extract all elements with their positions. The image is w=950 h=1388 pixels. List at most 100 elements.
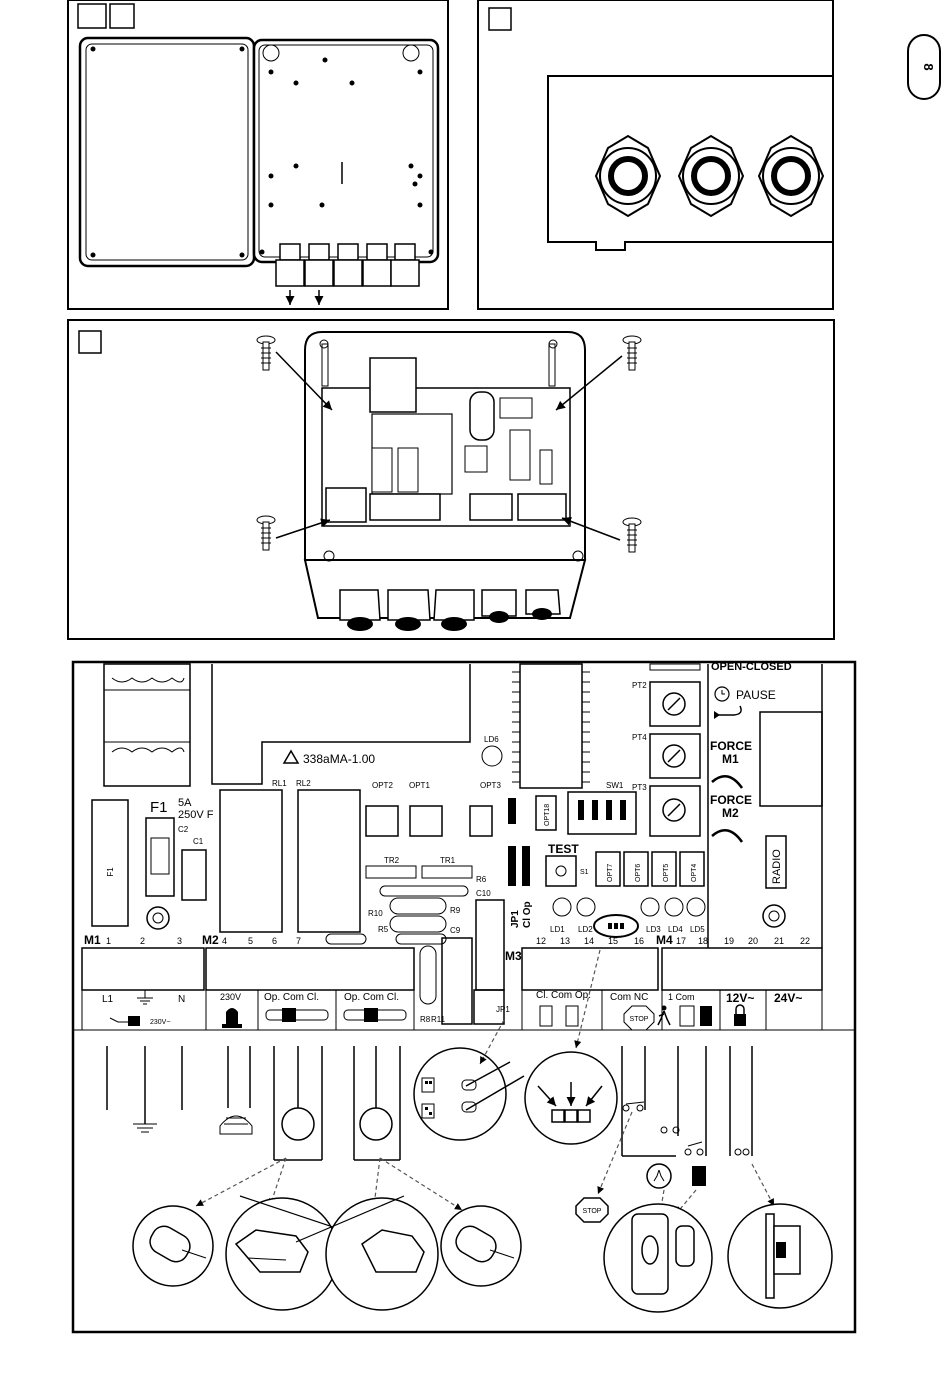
- svg-text:JP1: JP1: [496, 1005, 510, 1014]
- gland-1: [594, 134, 662, 218]
- svg-text:17: 17: [676, 936, 686, 946]
- svg-text:Com NC: Com NC: [610, 992, 648, 1003]
- svg-text:14: 14: [584, 936, 594, 946]
- motor-icon-2: [343, 1008, 407, 1022]
- svg-text:FORCE: FORCE: [710, 739, 752, 753]
- svg-text:250V F: 250V F: [178, 809, 214, 821]
- stop-icon: STOP: [623, 1005, 655, 1031]
- svg-text:R11: R11: [431, 1015, 446, 1024]
- svg-text:TR2: TR2: [384, 856, 400, 865]
- svg-text:Cl. Com Op.: Cl. Com Op.: [536, 990, 591, 1001]
- photocell-icons: [539, 1005, 579, 1027]
- capacitor-detail-left: [132, 1205, 214, 1287]
- svg-text:13: 13: [560, 936, 570, 946]
- board-model-label: 338aMA-1.00: [282, 749, 375, 766]
- svg-text:OPT4: OPT4: [691, 864, 698, 882]
- svg-text:RL1: RL1: [272, 779, 287, 788]
- svg-text:2: 2: [140, 936, 145, 946]
- svg-text:LD1: LD1: [550, 925, 565, 934]
- svg-text:STOP: STOP: [583, 1208, 602, 1215]
- svg-text:OPT2: OPT2: [372, 781, 393, 790]
- svg-text:C10: C10: [476, 889, 491, 898]
- flashing-lamp-icon: [219, 1115, 253, 1135]
- svg-text:M2: M2: [722, 806, 739, 820]
- gland-2: [677, 134, 745, 218]
- step-box-c: [488, 7, 512, 31]
- svg-text:OPEN-CLOSED: OPEN-CLOSED: [711, 661, 792, 673]
- svg-text:OPT1: OPT1: [409, 781, 430, 790]
- svg-text:18: 18: [698, 936, 708, 946]
- svg-text:21: 21: [774, 936, 784, 946]
- lamp-icon: [222, 1008, 242, 1028]
- cable-glands: [275, 243, 420, 287]
- svg-text:3: 3: [177, 936, 182, 946]
- svg-text:PT2: PT2: [632, 681, 647, 690]
- svg-text:PT3: PT3: [632, 783, 647, 792]
- jumper-detail: [413, 1047, 507, 1141]
- svg-text:OPT7: OPT7: [607, 864, 614, 882]
- svg-text:N: N: [178, 994, 185, 1005]
- svg-text:1 Com: 1 Com: [668, 992, 695, 1002]
- enclosure-base: [252, 38, 440, 264]
- svg-text:RL2: RL2: [296, 779, 311, 788]
- plug-icon: [109, 1016, 140, 1026]
- svg-text:LD5: LD5: [690, 925, 705, 934]
- relay-rl1: [219, 789, 283, 933]
- motor-capacitor-2: [359, 1107, 393, 1141]
- panel-open-enclosure: [67, 0, 449, 310]
- opto-couplers-top: [365, 805, 493, 837]
- step-box-d: [78, 330, 102, 354]
- fuse-holder: [91, 799, 129, 927]
- earth-symbol-bottom: [133, 1123, 157, 1133]
- motor-detail-left: [225, 1195, 421, 1311]
- key-selector-detail: [603, 1203, 713, 1313]
- terminal-labels: L1 N 230V~ 230V Op. Com Cl. Op. Com Cl. …: [102, 990, 802, 1026]
- svg-text:M1: M1: [84, 933, 101, 947]
- wires: [106, 1046, 753, 1161]
- svg-text:5: 5: [248, 936, 253, 946]
- svg-text:PT4: PT4: [632, 733, 647, 742]
- svg-text:TEST: TEST: [548, 842, 579, 856]
- lock-icon: [734, 1004, 746, 1026]
- svg-text:R10: R10: [368, 909, 383, 918]
- terminal-blocks: [73, 947, 855, 1031]
- key-selector-badge-icon: [692, 1166, 706, 1186]
- svg-text:C9: C9: [450, 926, 461, 935]
- svg-text:C2: C2: [178, 825, 189, 834]
- microcontroller: [519, 663, 583, 789]
- capacitor-detail-right: [440, 1205, 522, 1287]
- box-glands: [339, 589, 561, 631]
- svg-text:S1: S1: [580, 869, 589, 876]
- svg-text:FORCE: FORCE: [710, 793, 752, 807]
- svg-text:JP1: JP1: [510, 910, 521, 928]
- opto-couplers-right: OPT7 OPT6 OPT5 OPT4: [595, 851, 705, 887]
- svg-text:M4: M4: [656, 933, 673, 947]
- svg-text:LD6: LD6: [484, 735, 499, 744]
- transformer: [103, 663, 191, 787]
- pedestrian-badge-icon: [646, 1163, 672, 1189]
- svg-text:1: 1: [106, 936, 111, 946]
- test-button: [545, 855, 577, 887]
- motor-icon-1: [265, 1008, 329, 1022]
- svg-text:TR1: TR1: [440, 856, 456, 865]
- svg-text:OPT6: OPT6: [635, 864, 642, 882]
- svg-text:6: 6: [272, 936, 277, 946]
- svg-text:LD2: LD2: [578, 925, 593, 934]
- svg-text:5A: 5A: [178, 797, 192, 809]
- svg-text:C1: C1: [193, 837, 204, 846]
- pedestrian-icon: [657, 1005, 671, 1026]
- dip-switch-sw1: [567, 791, 637, 835]
- svg-text:L1: L1: [102, 994, 114, 1005]
- svg-text:230V~: 230V~: [150, 1019, 170, 1026]
- step-box-a: [77, 3, 107, 29]
- status-leds: LD1 LD2 LD3 LD4 LD5: [550, 897, 706, 934]
- earth-icon: [137, 990, 153, 1005]
- gland-3: [757, 134, 825, 218]
- panel-gland-detail: [477, 0, 834, 310]
- svg-text:OPT18: OPT18: [544, 804, 551, 826]
- svg-text:12: 12: [536, 936, 546, 946]
- svg-text:22: 22: [800, 936, 810, 946]
- svg-text:M1: M1: [722, 752, 739, 766]
- svg-text:15: 15: [608, 936, 618, 946]
